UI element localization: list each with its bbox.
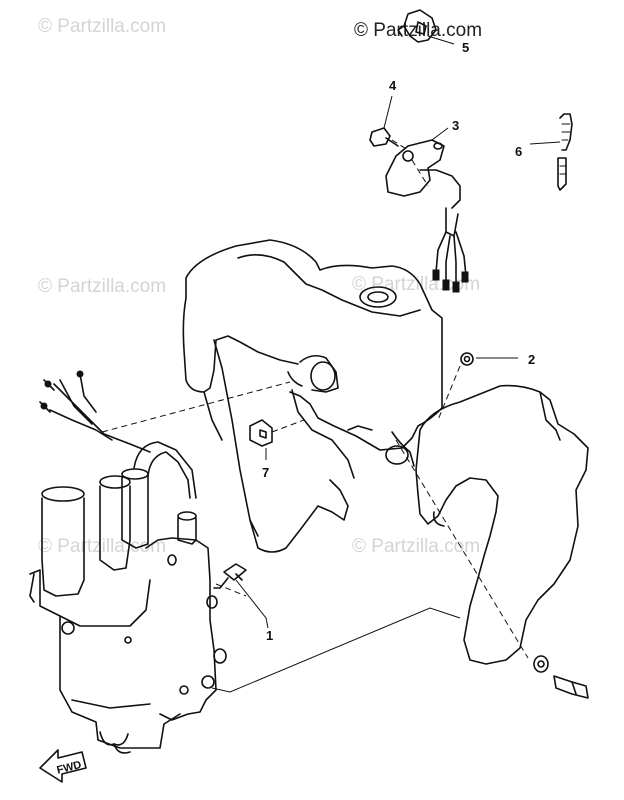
connection-lines <box>211 579 461 693</box>
part-5-clamp <box>397 9 437 43</box>
steering-bracket <box>182 239 443 553</box>
callout-number: 3 <box>452 118 459 133</box>
wiring-harness <box>39 370 151 453</box>
part-6-tie-strap <box>557 113 573 191</box>
callout-leaders <box>265 35 561 460</box>
watermark-text: © Partzilla.com <box>352 274 480 295</box>
callout-labels: 5 4 3 6 2 7 1 <box>262 40 535 643</box>
part-4-bolt <box>369 127 399 147</box>
callout-number: 2 <box>528 352 535 367</box>
assembly-lines <box>101 139 529 659</box>
watermark-group: © Partzilla.com © Partzilla.com © Partzi… <box>38 16 480 557</box>
watermark-text: © Partzilla.com <box>38 16 166 37</box>
bolt-washer-lower <box>533 655 589 699</box>
callout-number: 1 <box>266 628 273 643</box>
callout-number: 5 <box>462 40 469 55</box>
watermark-text: © Partzilla.com <box>38 536 166 557</box>
callout-number: 6 <box>515 144 522 159</box>
part-7-clip <box>249 419 273 447</box>
tilt-unit <box>29 441 227 754</box>
watermark-text: © Partzilla.com <box>352 536 480 557</box>
side-cover <box>415 384 589 665</box>
callout-number: 4 <box>389 78 397 93</box>
part-2-nut <box>460 352 474 366</box>
part-3-trim-sensor <box>385 139 469 293</box>
watermark-top-right: © Partzilla.com <box>354 20 482 41</box>
watermark-text: © Partzilla.com <box>38 276 166 297</box>
part-1-bolt <box>213 563 247 589</box>
fwd-label: FWD <box>56 759 83 777</box>
callout-number: 7 <box>262 465 269 480</box>
fwd-direction-arrow: FWD <box>39 749 87 783</box>
